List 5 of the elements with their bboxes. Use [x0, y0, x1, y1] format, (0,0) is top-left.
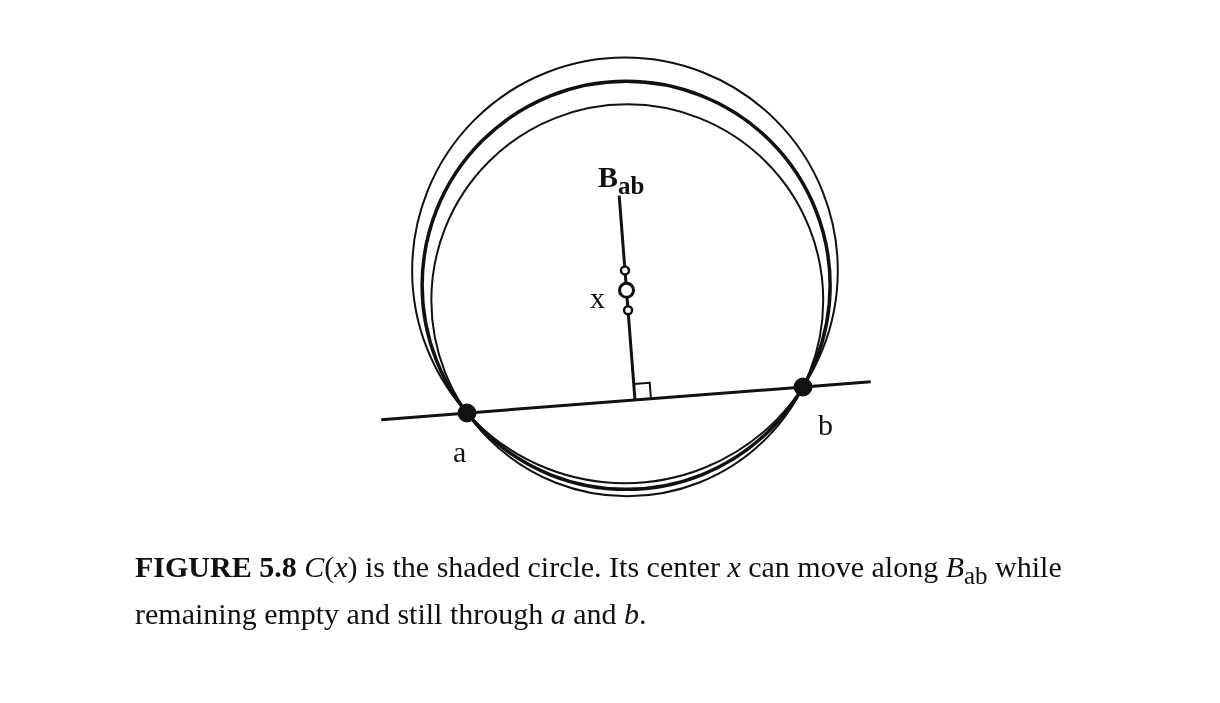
point-label: b: [818, 410, 833, 440]
bisector-label: B$_{ab}$: [598, 162, 645, 198]
point-label: x: [590, 283, 605, 313]
figure-caption: FIGURE 5.8 C(x) is the shaded circle. Its center x can move along B$_{ab}$ while remaining empty and still through a and b.: [135, 549, 1063, 632]
point-label: a: [453, 437, 467, 467]
